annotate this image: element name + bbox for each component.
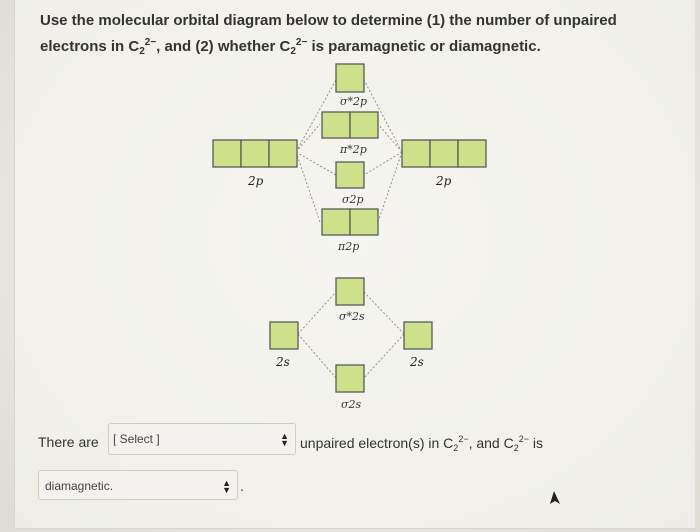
sigma2p-star-box	[335, 63, 365, 93]
pi2p-box-2	[349, 208, 379, 236]
mouse-cursor-icon	[550, 491, 560, 504]
answer-period: .	[240, 478, 244, 494]
sigma2s-box	[335, 364, 365, 393]
right-2p-box-2	[429, 139, 459, 168]
right-2s-label: 2s	[409, 355, 424, 369]
pi2p-star-box-1	[321, 111, 351, 139]
sigma2s-star-label: σ*2s	[339, 310, 365, 323]
magnetism-select[interactable]: diamagnetic. ▲▼	[38, 470, 238, 500]
left-2p-box-1	[212, 139, 242, 168]
select-arrows-icon: ▲▼	[222, 478, 231, 495]
pi2p-box-1	[321, 208, 351, 236]
left-2p-label: 2p	[247, 174, 264, 188]
left-2s-label: 2s	[275, 355, 290, 369]
sigma2p-star-label: σ*2p	[340, 95, 367, 108]
pi2p-label: π2p	[337, 240, 359, 253]
right-2s-box	[403, 321, 433, 350]
left-2p-box-3	[268, 139, 298, 168]
sigma2p-label: σ2p	[342, 193, 364, 206]
correlation-lines	[295, 79, 405, 379]
pi2p-star-label: π*2p	[339, 143, 367, 156]
right-2p-box-3	[457, 139, 487, 168]
magnetism-select-value: diamagnetic.	[45, 479, 114, 493]
select-arrows-icon: ▲▼	[280, 431, 289, 448]
right-2p-box-1	[401, 139, 431, 168]
left-2p-box-2	[240, 139, 270, 168]
answer-middle-text: unpaired electron(s) in C22−, and C22− i…	[300, 434, 543, 453]
pi2p-star-box-2	[349, 111, 379, 139]
sigma2s-label: σ2s	[341, 398, 362, 411]
right-2p-label: 2p	[435, 174, 452, 188]
sigma2p-box	[335, 161, 365, 189]
left-2s-box	[269, 321, 299, 350]
unpaired-count-select-value: [ Select ]	[113, 432, 160, 446]
answer-prefix: There are	[38, 434, 99, 450]
question-text: Use the molecular orbital diagram below …	[40, 12, 617, 57]
unpaired-count-select[interactable]: [ Select ] ▲▼	[108, 423, 296, 455]
sigma2s-star-box	[335, 277, 365, 306]
